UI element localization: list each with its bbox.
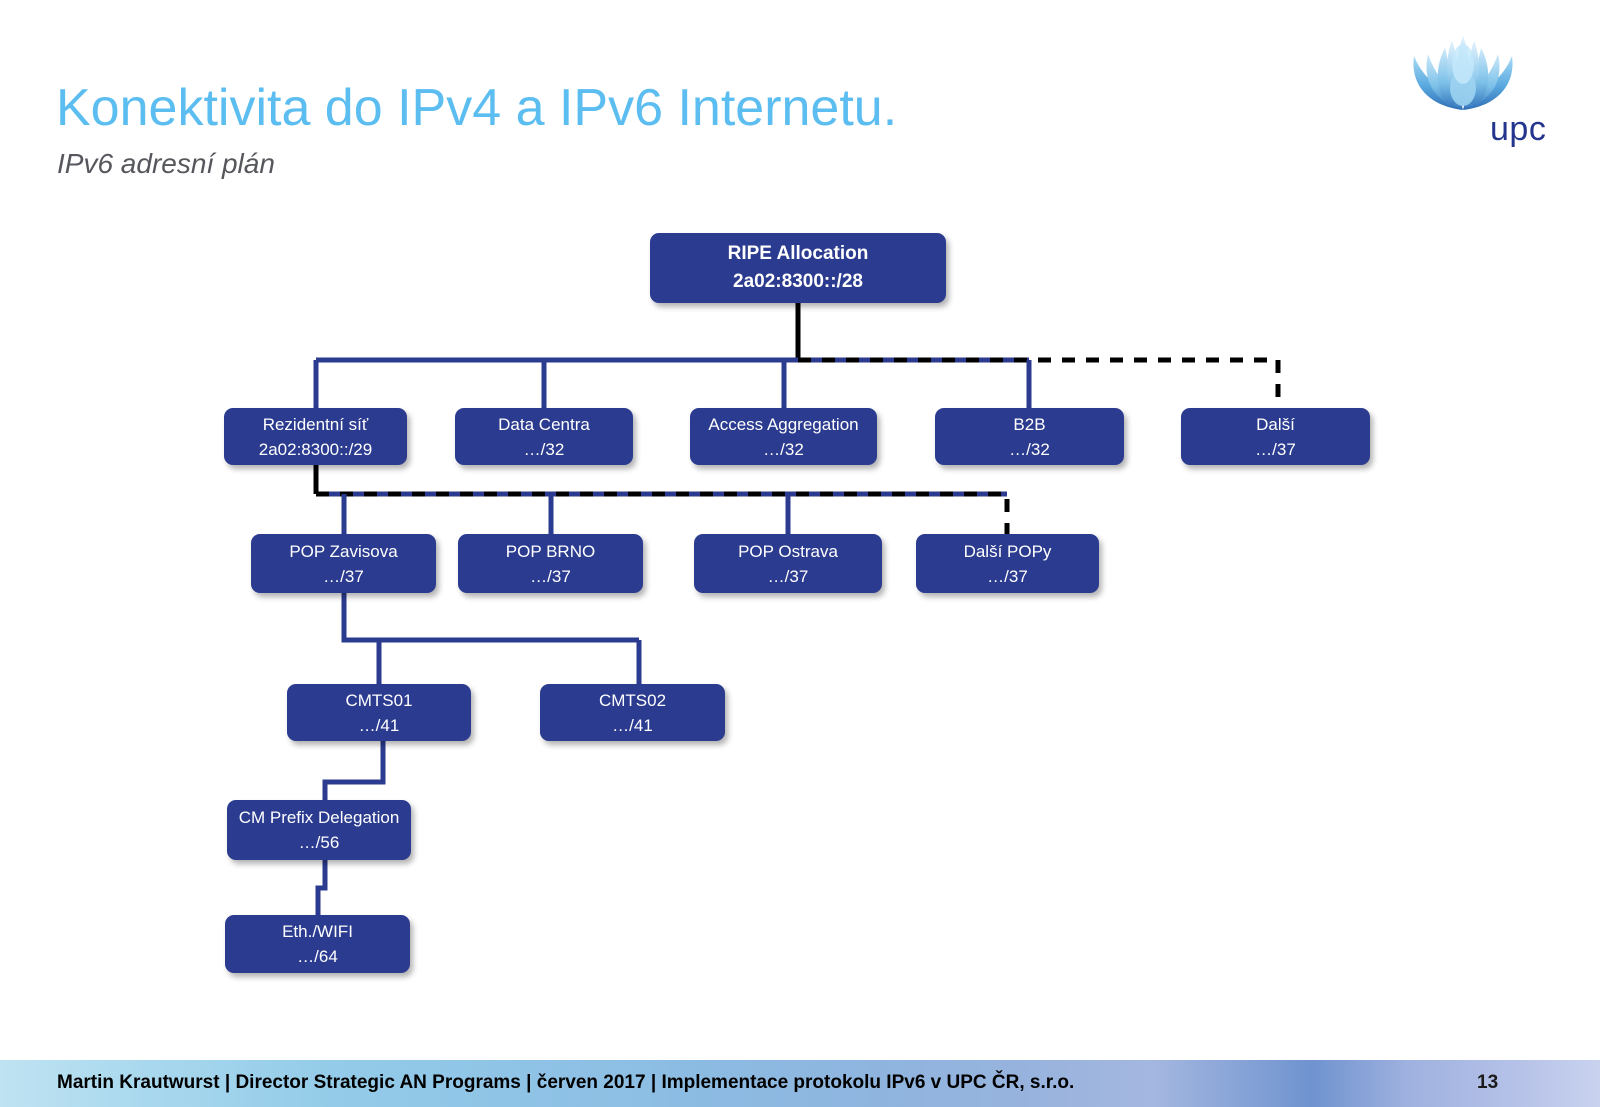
- node-line-2: …/32: [763, 439, 804, 459]
- node-line-1: CMTS01: [345, 690, 413, 710]
- node-line-1: CMTS02: [598, 690, 667, 710]
- node-cmts01[interactable]: CMTS01 …/41: [287, 684, 471, 741]
- node-line-2: 2a02:8300::/29: [258, 439, 373, 459]
- upc-lotus-logo-icon: [1413, 36, 1513, 110]
- page-number: 13: [1477, 1072, 1499, 1093]
- node-cmts02[interactable]: CMTS02 …/41: [540, 684, 725, 741]
- node-line-2: …/56: [298, 833, 340, 852]
- node-line-2: …/37: [530, 566, 571, 586]
- node-line-2: …/32: [1009, 439, 1050, 459]
- node-ripe-allocation[interactable]: RIPE Allocation 2a02:8300::/28: [650, 233, 946, 303]
- node-line-1: POP BRNO: [505, 541, 596, 561]
- upc-logo: upc: [1398, 14, 1568, 148]
- node-line-2: …/37: [323, 566, 364, 586]
- node-line-1: CM Prefix Delegation: [238, 808, 400, 827]
- node-line-2: …/32: [523, 439, 565, 459]
- node-line-2: …/37: [1255, 439, 1296, 459]
- node-line-1: Další POPy: [963, 541, 1052, 561]
- node-b2b[interactable]: B2B …/32: [935, 408, 1124, 465]
- node-eth-wifi[interactable]: Eth./WIFI …/64: [225, 915, 410, 973]
- node-line-2: …/64: [297, 947, 338, 966]
- edge-cmts01-to-cm-prefix-delegation: [322, 741, 386, 800]
- node-data-centra[interactable]: Data Centra …/32: [455, 408, 633, 465]
- node-line-2: …/37: [767, 566, 809, 586]
- page-title: Konektivita do IPv4 a IPv6 Internetu.: [56, 79, 898, 137]
- node-line-1: POP Ostrava: [738, 541, 838, 561]
- node-access-aggregation[interactable]: Access Aggregation …/32: [690, 408, 877, 465]
- node-line-1: Data Centra: [498, 414, 590, 434]
- node-line-2: …/41: [612, 715, 653, 735]
- edge-pop-zavisova-to-cmts-bus: [341, 593, 639, 643]
- node-rezidentni-sit[interactable]: Rezidentní síť 2a02:8300::/29: [224, 408, 407, 465]
- footer-bar: [0, 1060, 1600, 1107]
- node-line-1: B2B: [1013, 414, 1046, 434]
- node-line-2: …/37: [987, 566, 1028, 586]
- footer-text: Martin Krautwurst | Director Strategic A…: [57, 1072, 1075, 1093]
- edge-bus1-dashed: [798, 357, 1281, 408]
- node-line-1: RIPE Allocation: [727, 243, 869, 264]
- node-line-2: …/41: [358, 715, 400, 735]
- node-pop-brno[interactable]: POP BRNO …/37: [458, 534, 643, 593]
- diagram-connectors: [313, 303, 1281, 915]
- node-line-2: 2a02:8300::/28: [733, 271, 863, 292]
- page-subtitle: IPv6 adresní plán: [57, 148, 275, 179]
- node-line-1: Access Aggregation: [708, 414, 859, 434]
- node-cm-prefix-delegation[interactable]: CM Prefix Delegation …/56: [227, 800, 411, 860]
- node-pop-ostrava[interactable]: POP Ostrava …/37: [694, 534, 882, 593]
- upc-wordmark: upc: [1490, 110, 1547, 148]
- node-dalsi-popy[interactable]: Další POPy …/37: [916, 534, 1099, 593]
- node-line-1: Další: [1256, 414, 1295, 434]
- node-line-1: Rezidentní síť: [262, 414, 369, 434]
- ipv6-address-plan-diagram: RIPE Allocation 2a02:8300::/28 Rezidentn…: [224, 233, 1370, 973]
- node-dalsi[interactable]: Další …/37: [1181, 408, 1370, 465]
- node-pop-zavisova[interactable]: POP Zavisova …/37: [251, 534, 436, 593]
- edge-bus2-dashed: [316, 491, 1010, 534]
- node-line-1: POP Zavisova: [289, 541, 398, 561]
- edge-cm-prefix-delegation-to-eth-wifi: [315, 860, 328, 915]
- node-line-1: Eth./WIFI: [282, 922, 353, 941]
